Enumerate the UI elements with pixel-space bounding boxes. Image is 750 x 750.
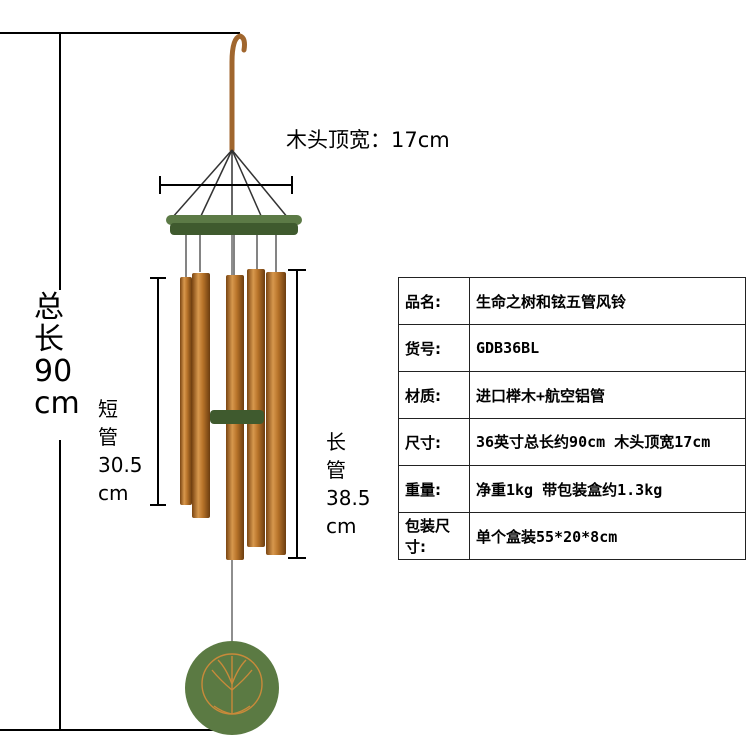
tubes [180, 269, 286, 560]
short-tube-label: 短 管 30.5 cm [98, 397, 143, 505]
wooden-top [166, 215, 302, 235]
spec-key: 品名: [398, 277, 470, 325]
striker [210, 410, 264, 424]
spec-row-name: 品名: 生命之树和铉五管风铃 [398, 277, 746, 325]
tube-strings [185, 235, 277, 278]
spec-value: 进口榉木+航空铝管 [469, 371, 746, 419]
tube-4 [247, 269, 265, 547]
long-tube-dimension [288, 269, 306, 559]
spec-row-package: 包装尺寸: 单个盒装55*20*8cm [398, 512, 746, 560]
total-length-dimension [0, 32, 240, 731]
tube-5 [266, 272, 286, 555]
short-tube-dimension [150, 277, 166, 506]
total-length-label: 总 长 90 cm [34, 290, 80, 421]
spec-key: 材质: [398, 371, 470, 419]
long-tube-label: 长 管 38.5 cm [326, 430, 371, 538]
spec-value: 单个盒装55*20*8cm [469, 512, 746, 560]
top-width-label: 木头顶宽：17cm [286, 128, 450, 152]
spec-value: 36英寸总长约90cm 木头顶宽17cm [469, 418, 746, 466]
spec-row-weight: 重量: 净重1kg 带包装盒约1.3kg [398, 465, 746, 513]
spec-value: GDB36BL [469, 324, 746, 372]
tube-2 [192, 273, 210, 518]
top-width-dimension [159, 176, 293, 194]
spec-key: 货号: [398, 324, 470, 372]
spec-key: 重量: [398, 465, 470, 513]
spec-row-size: 尺寸: 36英寸总长约90cm 木头顶宽17cm [398, 418, 746, 466]
spec-value: 净重1kg 带包装盒约1.3kg [469, 465, 746, 513]
wind-catcher-disc [185, 641, 279, 735]
spec-value: 生命之树和铉五管风铃 [469, 277, 746, 325]
spec-key: 尺寸: [398, 418, 470, 466]
spec-row-sku: 货号: GDB36BL [398, 324, 746, 372]
tube-1 [180, 277, 192, 505]
hook [229, 33, 247, 153]
spec-row-material: 材质: 进口榉木+航空铝管 [398, 371, 746, 419]
spec-table: 品名: 生命之树和铉五管风铃 货号: GDB36BL 材质: 进口榉木+航空铝管… [398, 277, 746, 560]
spec-key: 包装尺寸: [398, 512, 470, 560]
